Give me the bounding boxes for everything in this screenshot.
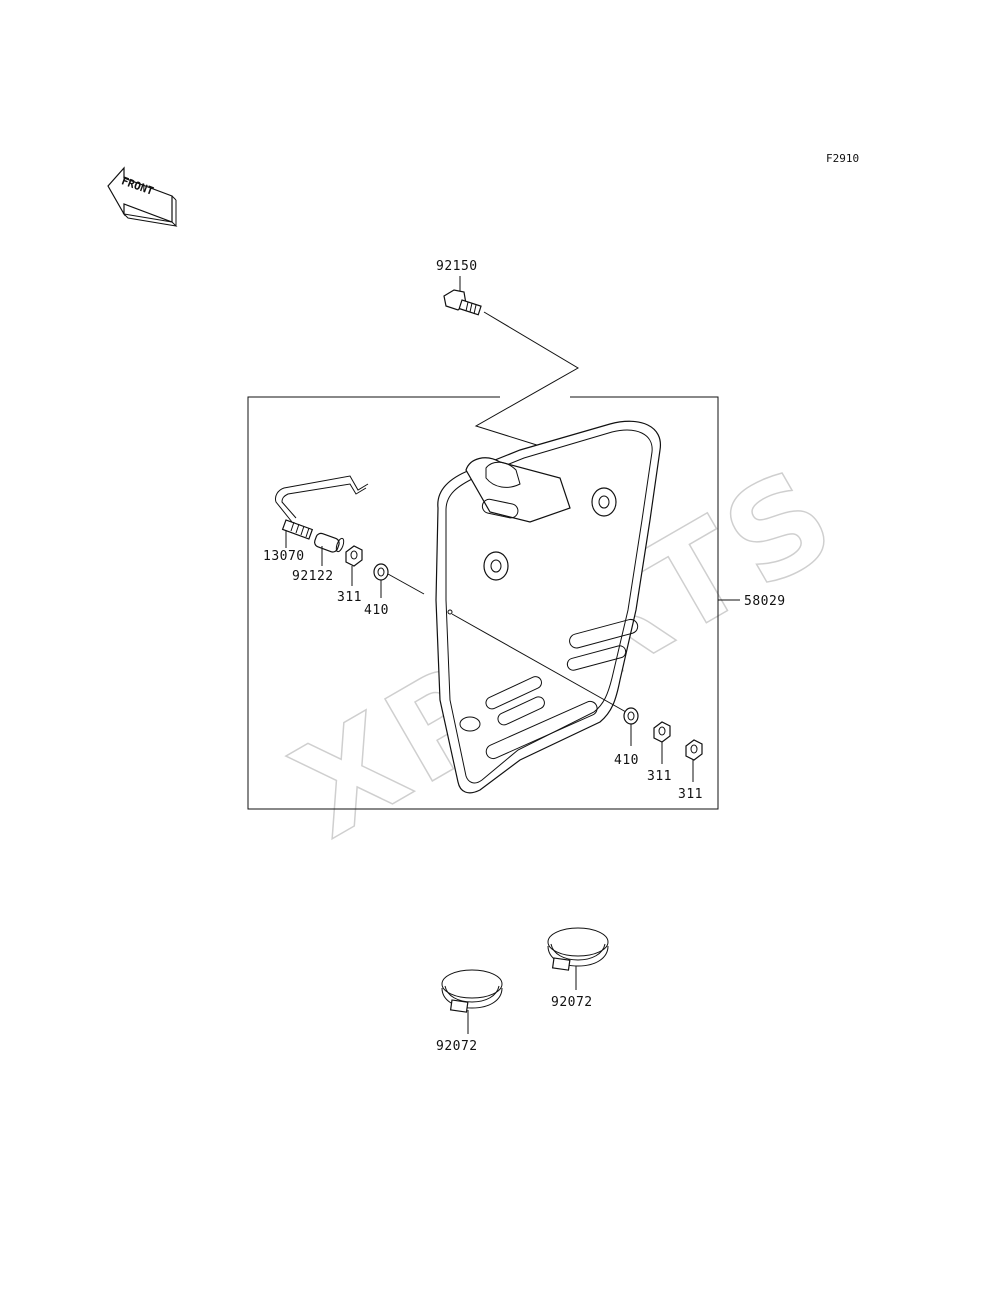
reference-code: F2910	[826, 152, 859, 165]
clamp-band-icon	[547, 927, 609, 971]
spacer-icon	[314, 532, 345, 553]
part-label-311-left: 311	[337, 590, 362, 605]
part-label-92122: 92122	[292, 569, 334, 584]
part-label-92072-left: 92072	[436, 1039, 478, 1054]
part-label-92150: 92150	[436, 259, 478, 274]
part-label-311-right-2: 311	[678, 787, 703, 802]
part-label-311-right-1: 311	[647, 769, 672, 784]
washer-icon	[623, 707, 639, 725]
front-arrow-icon: FRONT	[107, 166, 178, 227]
number-plate	[435, 420, 661, 794]
nut-icon	[685, 739, 703, 761]
part-label-410-right: 410	[614, 753, 639, 768]
assembly-frame	[247, 396, 719, 810]
bolt-icon	[443, 289, 482, 316]
part-label-58029: 58029	[744, 594, 786, 609]
nut-icon	[345, 545, 363, 567]
part-label-13070: 13070	[263, 549, 305, 564]
part-label-410-left: 410	[364, 603, 389, 618]
washer-icon	[373, 563, 389, 581]
nut-icon	[653, 721, 671, 743]
part-label-92072-right: 92072	[551, 995, 593, 1010]
clamp-band-icon	[441, 969, 503, 1013]
wire-icon	[275, 475, 369, 540]
